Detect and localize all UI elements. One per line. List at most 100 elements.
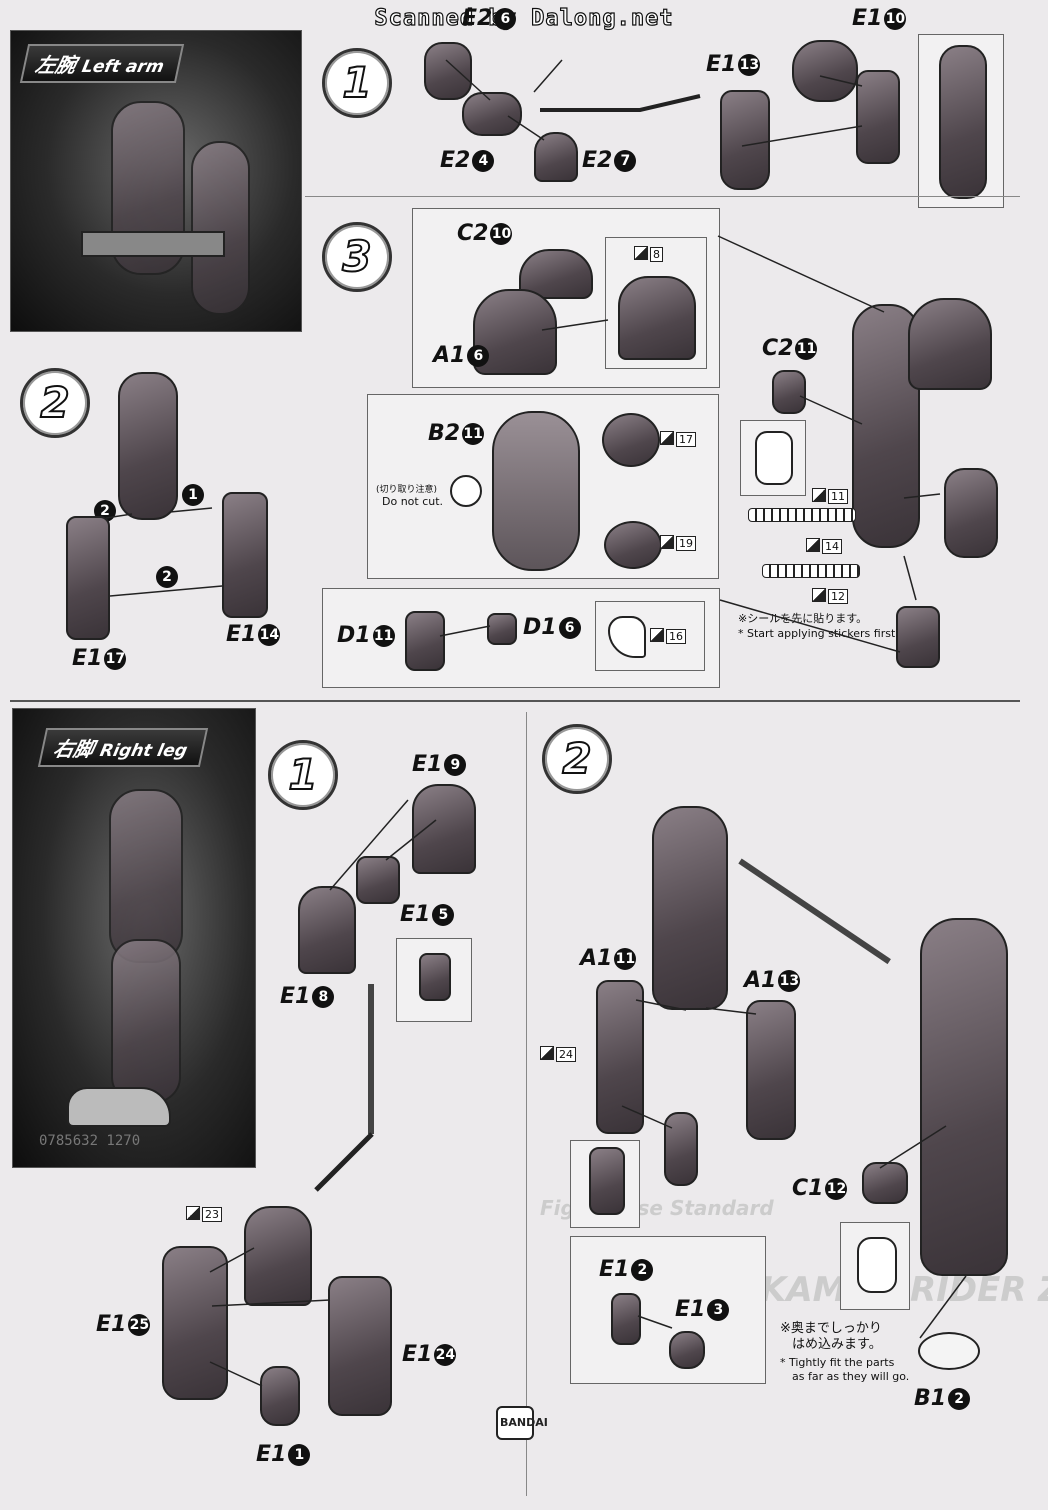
part-c2-11 <box>772 370 806 414</box>
step2-flow-arrow <box>738 858 891 965</box>
sticker-strip-12 <box>762 564 860 578</box>
part-e2-7 <box>534 132 578 182</box>
part-e1-8 <box>298 886 356 974</box>
part-e1-13-shoulder <box>792 40 858 102</box>
part-e2-4 <box>462 92 522 136</box>
step2-order-2-lower: 2 <box>156 566 178 588</box>
section-divider <box>10 700 1020 702</box>
right-leg-title-en: Right leg <box>98 741 190 761</box>
hip-joint-detail-part <box>589 1147 625 1215</box>
sticker-c2-11-detail <box>740 420 806 496</box>
part-a1-13 <box>746 1000 796 1140</box>
right-leg-knee-part <box>244 1206 312 1306</box>
sticker-16-detail: 16 <box>595 601 705 671</box>
sticker-16-part <box>608 616 646 658</box>
right-leg-thigh <box>652 806 728 1010</box>
step1-completed-view <box>918 34 1004 208</box>
part-d1-11-hand <box>405 611 445 671</box>
left-arm-watch-part <box>944 468 998 558</box>
cut-warning-jp: (切り取り注意) <box>376 485 438 495</box>
fit-note-en-1: * Tightly fit the parts <box>780 1356 895 1369</box>
cut-warning-en: Do not cut. <box>382 495 444 508</box>
right-leg-reference-photo: 0785632 1270 <box>12 708 256 1168</box>
part-e1-13-arm <box>720 90 770 190</box>
shoe-silhouette <box>67 1087 171 1127</box>
part-e1-2 <box>611 1293 641 1345</box>
sticker-16: 16 <box>650 628 686 644</box>
cut-warning-mark <box>450 475 482 507</box>
right-leg-step-divider <box>526 712 527 1496</box>
left-hand-assembled <box>896 606 940 668</box>
shin-silhouette <box>111 939 181 1103</box>
left-arm-step2-upper <box>118 372 178 520</box>
sticker-11: 11 <box>812 488 848 504</box>
part-e1-14 <box>222 492 268 618</box>
serial-text: 0785632 1270 <box>39 1133 141 1149</box>
e1-5-detail-part <box>419 953 451 1001</box>
right-leg-step-1-badge: 1 <box>268 740 338 810</box>
part-a1-11 <box>596 980 644 1134</box>
sticker-first-note-jp: ※シールを先に貼ります。 <box>738 612 868 625</box>
sticker-first-note-en: * Start applying stickers first. <box>738 627 899 640</box>
sticker-17: 17 <box>660 431 696 447</box>
sticker-24: 24 <box>540 1046 576 1062</box>
left-arm-title-en: Left arm <box>80 57 166 77</box>
part-e1-25 <box>162 1246 228 1400</box>
bandai-logo-text: BANDAI <box>500 1416 548 1429</box>
part-e1-17 <box>66 516 110 640</box>
e1-5-detail <box>396 938 472 1022</box>
part-b1-2 <box>918 1332 980 1370</box>
left-arm-section-title: 左腕 Left arm <box>19 44 185 83</box>
right-leg-assembled <box>920 918 1008 1276</box>
divider-step1-step3 <box>305 196 1020 197</box>
part-e1-10 <box>856 70 900 164</box>
sticker-c1-12-detail <box>840 1222 910 1310</box>
part-c1-12 <box>862 1162 908 1204</box>
part-b2-11-driver <box>492 411 580 571</box>
sticker-8: 8 <box>634 246 663 262</box>
right-leg-section-title: 右脚 Right leg <box>37 728 208 767</box>
left-arm-title-jp: 左腕 <box>33 53 79 77</box>
sticker-c1-12-part <box>857 1237 897 1293</box>
sticker-c2-11-part <box>755 431 793 485</box>
left-arm-shoulder-armor <box>908 298 992 390</box>
fit-note-jp-2: はめ込みます。 <box>792 1337 882 1352</box>
part-e1-9 <box>412 784 476 874</box>
fit-note-en-2: as far as they will go. <box>792 1370 910 1383</box>
sticker-8-part <box>618 276 696 360</box>
sticker-8-detail: 8 <box>605 237 707 369</box>
sticker-23: 23 <box>186 1206 222 1222</box>
left-arm-step-1-badge: 1 <box>322 48 392 118</box>
thigh-silhouette <box>109 789 183 963</box>
right-leg-joint <box>664 1112 698 1186</box>
part-e1-1 <box>260 1366 300 1426</box>
right-leg-title-jp: 右脚 <box>51 737 97 761</box>
part-e1-3 <box>669 1331 705 1369</box>
right-leg-step-2-badge: 2 <box>542 724 612 794</box>
left-arm-step-2-badge: 2 <box>20 368 90 438</box>
completed-upper-arm <box>939 45 987 199</box>
